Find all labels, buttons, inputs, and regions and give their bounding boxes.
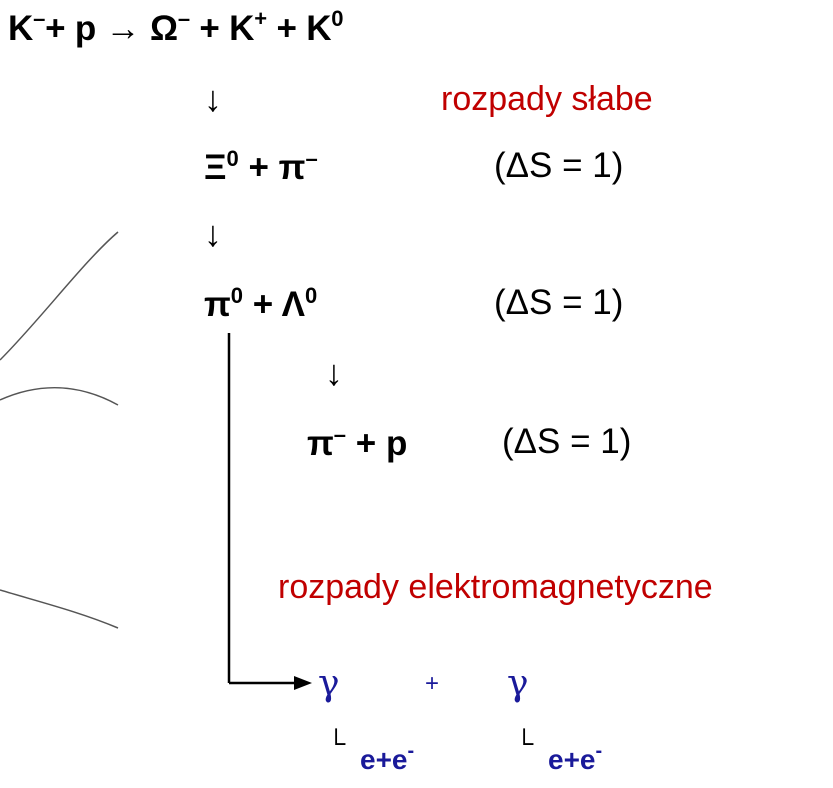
- pair-bracket-2: └: [515, 728, 534, 758]
- electron-pair-1-charge: -: [407, 740, 415, 762]
- delta-s-2: (ΔS = 1): [494, 283, 624, 322]
- gamma-2: γ: [507, 663, 529, 704]
- kaon-minus-charge: –: [33, 6, 46, 31]
- xi-zero: Ξ: [204, 148, 227, 187]
- gamma-1: γ: [318, 663, 340, 704]
- electron-pair-1-text: e+e: [360, 744, 408, 775]
- down-arrow-1: ↓: [204, 78, 222, 119]
- down-arrow-2: ↓: [204, 213, 222, 254]
- electron-pair-1: e+e-: [360, 740, 414, 776]
- electron-pair-2-charge: -: [595, 740, 603, 762]
- xi-zero-charge: 0: [226, 146, 239, 171]
- track-line-lower: [0, 589, 119, 629]
- gamma-plus: +: [425, 670, 440, 697]
- delta-s-1: (ΔS = 1): [494, 146, 624, 185]
- initial-reaction: K–+ p → Ω– + K+ + K0: [8, 6, 344, 49]
- kaon-minus: K: [8, 9, 34, 48]
- track-curve-middle: [0, 387, 119, 406]
- plus-pion-minus: + π: [248, 148, 306, 187]
- down-arrow-3: ↓: [325, 352, 343, 393]
- plus-kaon-plus: + K: [199, 9, 255, 48]
- pair-bracket-1: └: [327, 728, 346, 758]
- xi-decay-products: Ξ0 + π–: [204, 146, 318, 188]
- track-curve-upper: [0, 231, 119, 361]
- lambda-products: π– + p: [307, 422, 407, 464]
- pion-minus-2: π: [307, 424, 334, 463]
- pion-minus-charge: –: [305, 146, 318, 171]
- lambda-zero-charge: 0: [305, 283, 318, 308]
- plus-kaon-zero: + K: [276, 9, 332, 48]
- pion-minus-2-charge: –: [333, 422, 347, 447]
- kaon-zero-charge: 0: [331, 6, 344, 31]
- pion-zero: π: [204, 285, 231, 324]
- plus-lambda-zero: + Λ: [252, 285, 305, 324]
- delta-s-3: (ΔS = 1): [502, 422, 632, 461]
- plus-proton: + p: [45, 9, 97, 48]
- electron-pair-2-text: e+e: [548, 744, 596, 775]
- pion-zero-charge: 0: [230, 283, 244, 308]
- electron-pair-2: e+e-: [548, 740, 602, 776]
- em-decays-label: rozpady elektromagnetyczne: [278, 568, 713, 606]
- plus-proton-2: + p: [355, 424, 408, 463]
- kaon-plus-charge: +: [254, 6, 267, 31]
- lambda-decay-products: π0 + Λ0: [204, 283, 317, 325]
- omega-minus: Ω: [149, 9, 178, 48]
- reaction-arrow: →: [105, 9, 141, 48]
- pi0-decay-arrowhead: [294, 676, 312, 690]
- weak-decays-label: rozpady słabe: [441, 80, 653, 118]
- omega-minus-charge: –: [177, 6, 190, 31]
